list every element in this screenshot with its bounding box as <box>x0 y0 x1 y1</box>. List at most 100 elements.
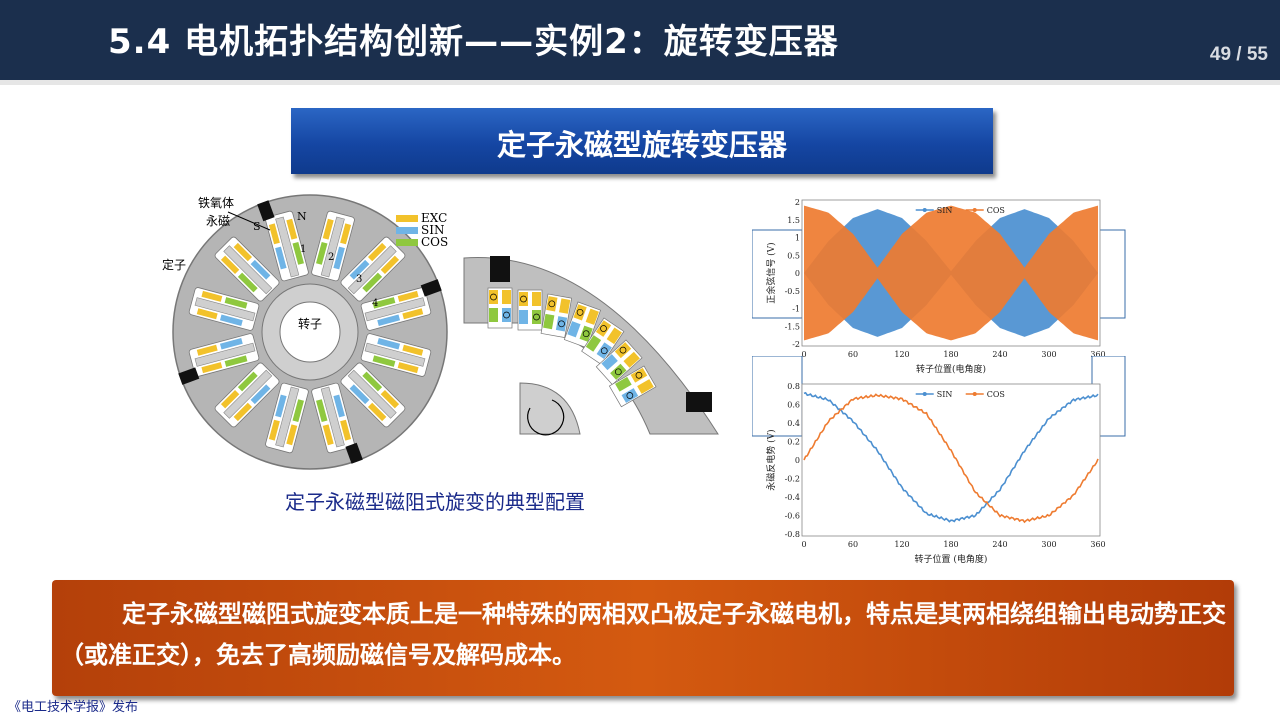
legend-swatch <box>396 215 418 222</box>
y-tick-label: 1 <box>795 234 800 243</box>
magnet-label: 永磁 <box>206 214 231 228</box>
x-tick-label: 300 <box>1041 540 1056 549</box>
stator-slot <box>265 382 309 454</box>
series-cos-envelope <box>804 205 1098 341</box>
flux-arrow <box>527 399 565 436</box>
x-axis-label: 转子位置(电角度) <box>916 363 986 375</box>
sector-slot <box>581 317 625 366</box>
rotor-hole <box>279 301 341 363</box>
title-bar: 5.4 电机拓扑结构创新——实例2：旋转变压器 49 / 55 <box>0 0 1280 80</box>
pole-n-label: N <box>297 210 307 223</box>
legend-label: SIN <box>937 206 953 215</box>
pole-s-label: S <box>253 220 261 233</box>
y-tick-label: 0.2 <box>787 438 800 447</box>
stator-slot <box>360 333 432 377</box>
stator-slot <box>311 382 355 454</box>
magnet-block <box>686 392 712 412</box>
magnet-leader-line <box>227 211 271 231</box>
legend-marker <box>972 208 977 212</box>
stator-label: 定子 <box>162 258 187 272</box>
sector-slot <box>487 287 513 329</box>
magnet-block <box>490 256 510 282</box>
y-tick-label: -0.4 <box>785 493 800 502</box>
x-tick-label: 60 <box>848 350 858 359</box>
x-tick-label: 120 <box>894 540 909 549</box>
sector-slot <box>517 289 543 331</box>
magnet-block <box>257 200 275 222</box>
y-tick-label: 0.8 <box>787 382 800 391</box>
section-banner: 定子永磁型旋转变压器 <box>291 108 993 174</box>
x-tick-label: 180 <box>943 350 958 359</box>
x-tick-label: 360 <box>1090 540 1105 549</box>
series-sin-line <box>803 391 1099 523</box>
page-title: 5.4 电机拓扑结构创新——实例2：旋转变压器 <box>108 22 839 62</box>
tooth-number: 4 <box>372 298 378 309</box>
x-tick-label: 360 <box>1090 350 1105 359</box>
stator-slot <box>360 287 432 331</box>
y-tick-label: -2 <box>792 340 800 349</box>
stator-slot <box>340 362 406 428</box>
y-tick-label: -1 <box>792 305 800 314</box>
legend-item-exc: EXC <box>396 212 448 224</box>
summary-callout: 定子永磁型磁阻式旋变本质上是一种特殊的两相双凸极定子永磁电机，特点是其两相绕组输… <box>52 580 1234 696</box>
x-tick-label: 60 <box>848 540 858 549</box>
x-tick-label: 180 <box>943 540 958 549</box>
page-number: 49 / 55 <box>1209 44 1268 65</box>
source-credit: 《电工技术学报》发布 <box>8 700 139 715</box>
legend-marker <box>922 208 927 212</box>
legend-label: COS <box>987 390 1005 399</box>
series-cos-line <box>803 393 1099 524</box>
y-axis-label: 正余弦信号 (V) <box>765 242 777 303</box>
y-tick-label: 0 <box>795 456 800 465</box>
ferrite-label: 铁氧体 <box>198 196 235 210</box>
y-tick-label: 1.5 <box>787 216 800 225</box>
legend-item-cos: COS <box>396 236 448 248</box>
sector-slot <box>540 293 573 338</box>
legend-swatch <box>396 239 418 246</box>
y-tick-label: 2 <box>795 198 800 207</box>
diagram-caption: 定子永磁型磁阻式旋变的典型配置 <box>285 490 585 514</box>
y-tick-label: -1.5 <box>785 322 800 331</box>
legend-item-sin: SIN <box>396 224 448 236</box>
x-tick-label: 240 <box>992 540 1007 549</box>
stator-slot <box>214 236 280 302</box>
y-tick-label: -0.8 <box>785 530 800 539</box>
y-tick-label: -0.6 <box>785 512 800 521</box>
stator-slot <box>311 210 355 282</box>
legend-marker <box>972 392 977 396</box>
stator-slot <box>188 333 260 377</box>
sector-flux-diagram <box>463 256 719 436</box>
y-axis-label: 永磁反电势 (V) <box>765 429 777 490</box>
sector-slot <box>563 301 602 349</box>
banner-label: 定子永磁型旋转变压器 <box>496 128 787 162</box>
y-tick-label: 0.4 <box>787 419 800 428</box>
sector-slot <box>608 365 657 408</box>
stator-slot <box>265 210 309 282</box>
legend-marker <box>922 392 927 396</box>
winding-legend: EXC SIN COS <box>396 212 448 248</box>
legend-label: SIN <box>937 390 953 399</box>
full-resolver-diagram: 转子 S N 1 2 3 4 <box>172 194 448 470</box>
x-tick-label: 300 <box>1041 350 1056 359</box>
callout-text: 定子永磁型磁阻式旋变本质上是一种特殊的两相双凸极定子永磁电机，特点是其两相绕组输… <box>60 600 1226 669</box>
tooth-number: 3 <box>356 274 362 285</box>
stator-slot <box>214 362 280 428</box>
stator-slot <box>188 287 260 331</box>
magnet-block <box>420 279 442 297</box>
rotor-sector <box>519 382 581 435</box>
y-tick-label: 0 <box>795 269 800 278</box>
title-bar-divider <box>0 80 1280 85</box>
legend-label: COS <box>987 206 1005 215</box>
magnet-block <box>178 367 200 385</box>
y-tick-label: 0.6 <box>787 401 800 410</box>
tooth-number: 2 <box>328 252 334 263</box>
x-tick-label: 120 <box>894 350 909 359</box>
x-tick-label: 0 <box>801 540 806 549</box>
magnet-block <box>345 442 363 464</box>
chart-frame-left <box>752 229 803 319</box>
x-tick-label: 0 <box>801 350 806 359</box>
y-tick-label: -0.5 <box>785 287 800 296</box>
legend-swatch <box>396 227 418 234</box>
